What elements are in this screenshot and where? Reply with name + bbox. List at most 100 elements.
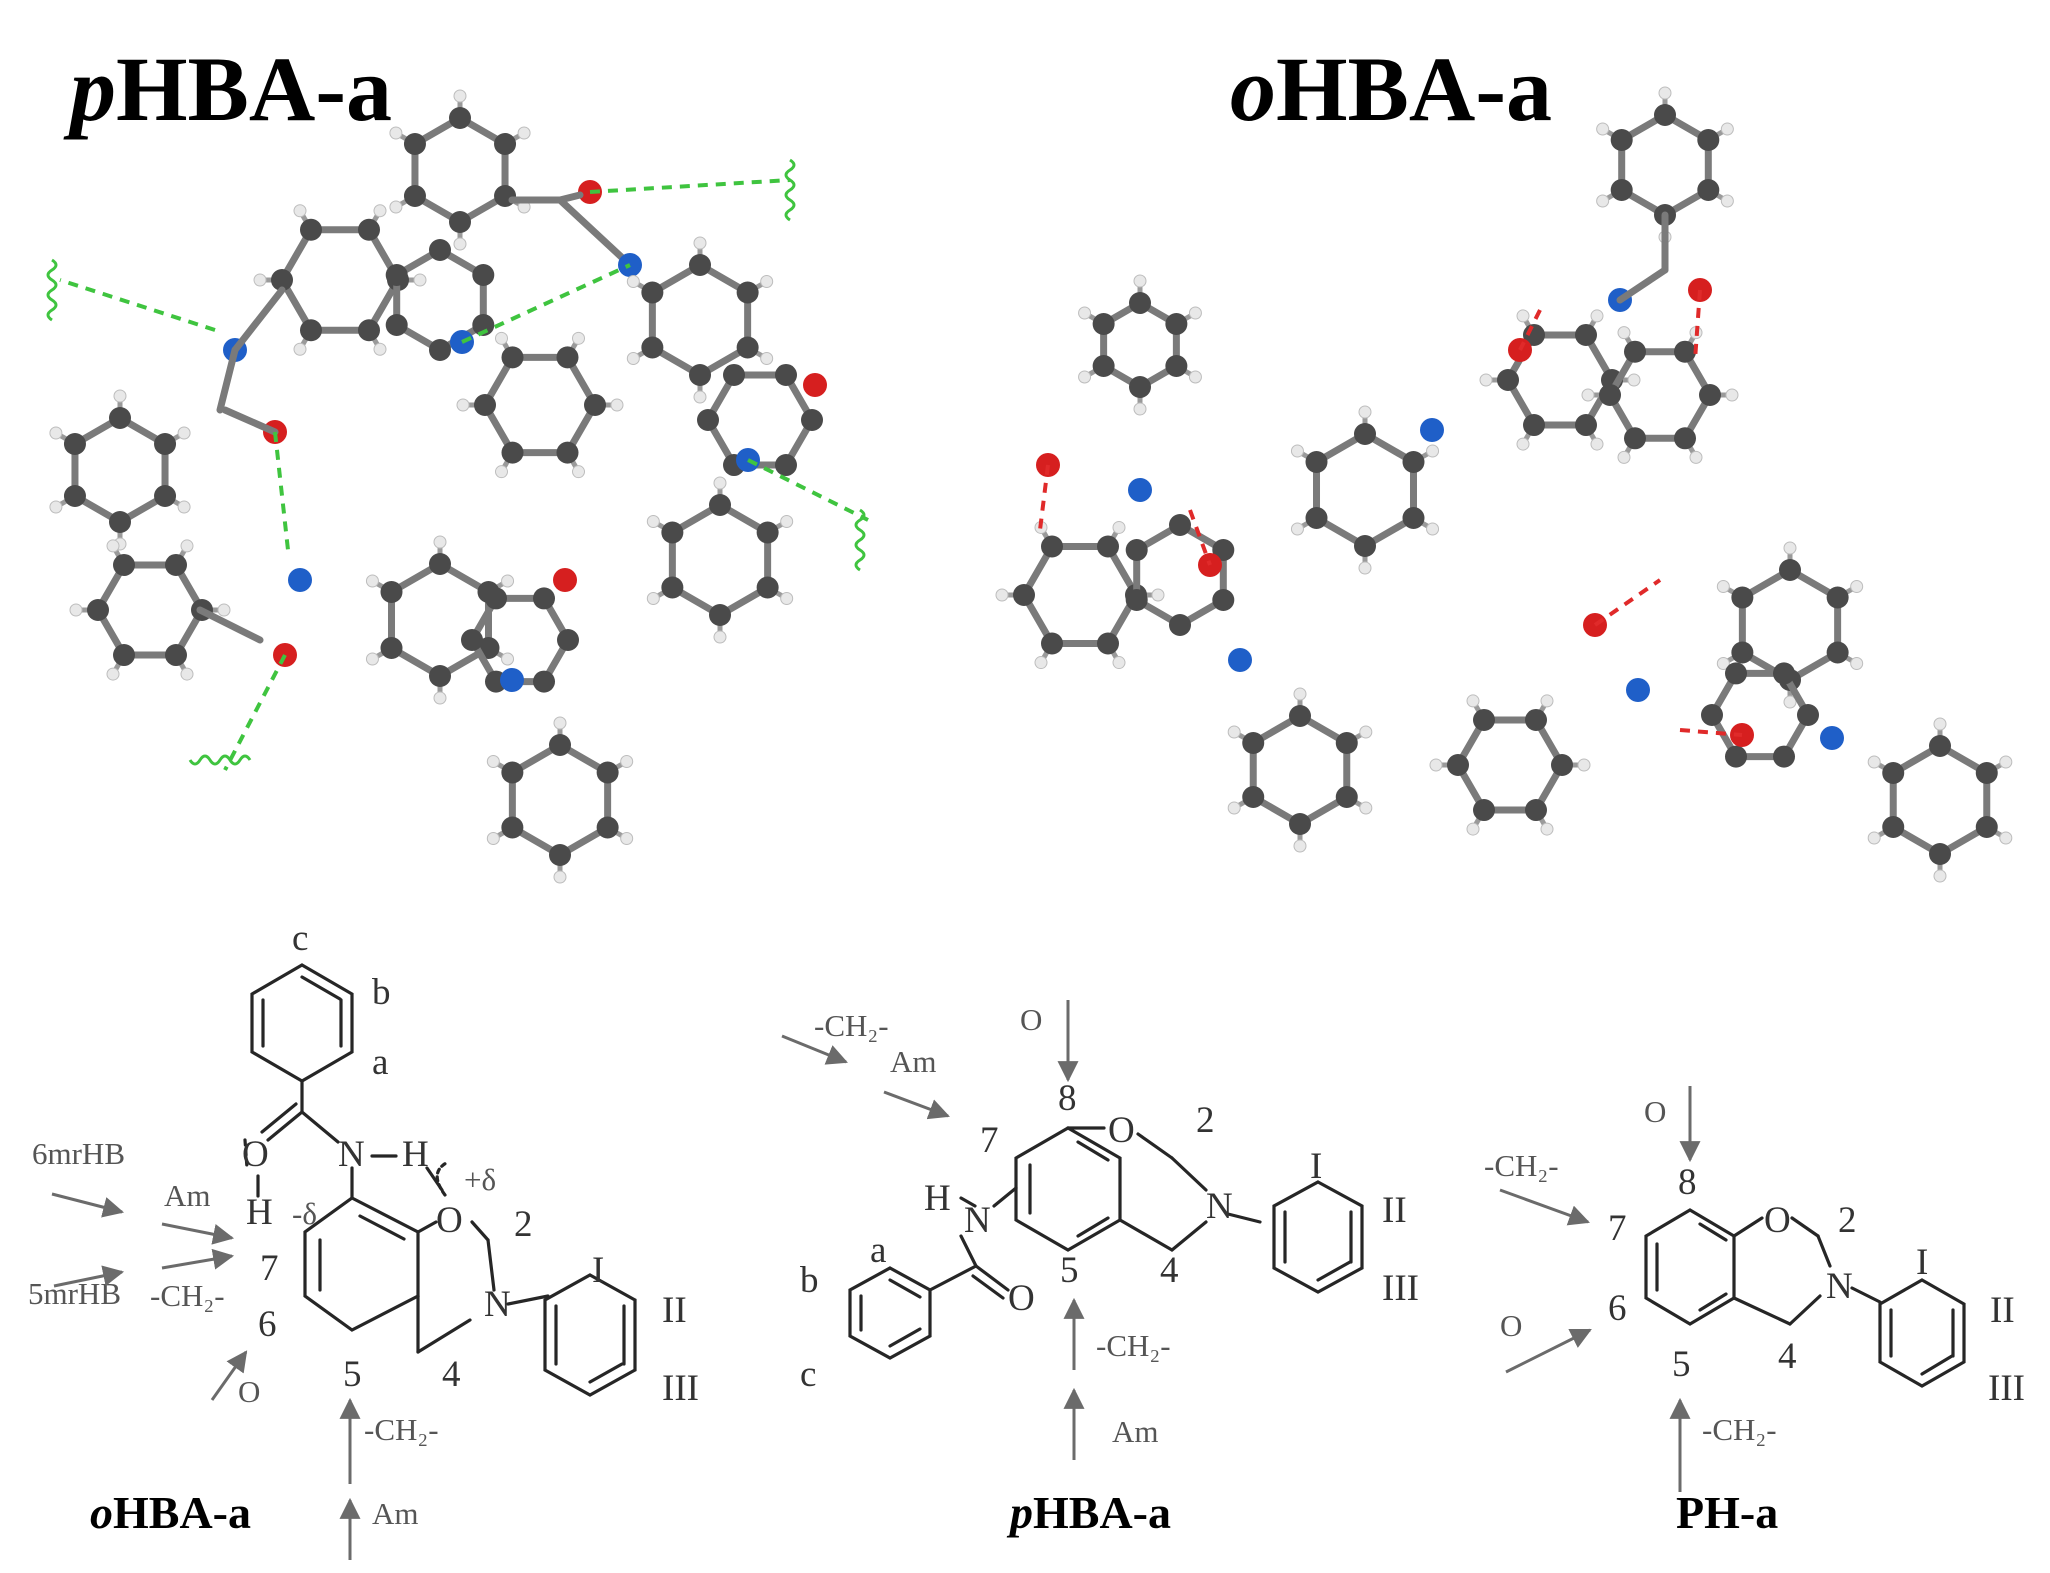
annotation-o-left: O <box>1500 1308 1522 1343</box>
n-phenyl-ring <box>543 1273 637 1397</box>
carbon-atom <box>1497 369 1519 391</box>
phba-a-ball-and-stick-model <box>46 89 869 884</box>
carbon-atom <box>1575 323 1597 346</box>
bond-stick <box>221 406 279 436</box>
hydrogen-atom <box>553 716 567 730</box>
hydrogen-atom <box>713 476 727 490</box>
phenyl-label-iii: III <box>662 1368 699 1409</box>
carbon-atom <box>596 816 619 839</box>
amide-phenyl-ring <box>848 1266 932 1360</box>
hydrogen-atom <box>1617 326 1631 340</box>
position-2: 2 <box>1838 1200 1857 1241</box>
carbon-atom <box>1354 535 1376 557</box>
hydrogen-atom <box>1227 801 1241 815</box>
carbon-atom <box>1473 708 1495 731</box>
carbon-atom <box>756 576 779 599</box>
carbon-atom <box>1826 586 1849 609</box>
carbon-atom <box>501 816 524 839</box>
hydrogen-atom <box>106 667 120 681</box>
hydrogen-bond <box>1518 309 1542 351</box>
hydrogen-atom <box>1429 758 1443 772</box>
hydrogen-atom <box>180 667 194 681</box>
hydrogen-atom <box>760 352 774 365</box>
phenyl-label-i: I <box>592 1250 604 1291</box>
carbon-atom <box>596 761 619 784</box>
hydrogen-atom <box>1293 839 1307 853</box>
carbon-atom <box>485 587 507 610</box>
carbon-atom <box>1525 799 1547 822</box>
hydrogen-atom <box>1783 541 1797 555</box>
nitrogen-atom <box>1820 726 1844 750</box>
carbon-atom <box>1725 745 1747 768</box>
carbon-atom <box>1212 539 1235 561</box>
annotation-o-left: O <box>238 1374 260 1409</box>
carbon-atom <box>1473 799 1495 822</box>
carbon-atom <box>380 637 403 659</box>
atom-o-carbonyl: O <box>242 1134 269 1175</box>
carbon-atom <box>1289 705 1311 727</box>
phenyl-label-ii: II <box>662 1290 687 1331</box>
atom-o-ring: O <box>1108 1110 1135 1151</box>
bond-break-squiggle <box>854 508 866 572</box>
phenyl-label-iii: III <box>1382 1268 1419 1309</box>
hydrogen-atom <box>433 535 447 549</box>
carbon-atom <box>63 433 86 455</box>
hydrogen-atom <box>610 398 624 412</box>
hydrogen-atom <box>253 273 267 287</box>
atom-n-ring: N <box>1206 1186 1233 1227</box>
carbon-atom <box>165 553 187 576</box>
position-7: 7 <box>1608 1208 1627 1249</box>
minus-delta: -δ <box>292 1196 317 1231</box>
carbon-atom <box>1826 641 1849 664</box>
n-phenyl-ring <box>1878 1278 1966 1388</box>
carbon-atom <box>494 133 517 155</box>
carbon-atom <box>775 454 797 477</box>
hydrogen-bond <box>747 458 869 522</box>
phba-a-structure: H N O O N a b c 8 7 2 5 4 I II III O -CH… <box>781 1000 1419 1538</box>
position-5: 5 <box>1060 1250 1079 1291</box>
hydrogen-atom <box>646 515 660 528</box>
carbon-atom <box>641 336 664 359</box>
hydrogen-atom <box>1133 402 1147 416</box>
hydrogen-atom <box>373 342 387 356</box>
carbon-atom <box>501 346 524 369</box>
bond-stick <box>1616 266 1669 304</box>
hydrogen-atom <box>1516 309 1530 323</box>
carbon-atom <box>472 314 495 336</box>
hydrogen-bond <box>223 654 287 771</box>
carbon-atom <box>403 185 426 207</box>
hydrogen-atom <box>1617 450 1631 464</box>
caption-ohba-a: oHBA-a <box>90 1487 251 1538</box>
ring-label-a: a <box>870 1230 886 1271</box>
atom-o-carbonyl: O <box>1008 1278 1035 1319</box>
hydrogen-atom <box>553 870 567 884</box>
hydrogen-atom <box>1999 831 2013 845</box>
hydrogen-atom <box>180 539 194 553</box>
title-ohba-a-3d: oHBA-a <box>1230 38 1552 140</box>
hydrogen-atom <box>456 398 470 412</box>
hydrogen-atom <box>626 275 640 288</box>
hydrogen-atom <box>113 389 127 403</box>
carbon-atom <box>1697 179 1720 201</box>
bond-stick <box>556 196 634 269</box>
carbon-atom <box>1125 539 1148 561</box>
carbon-atom <box>709 494 731 516</box>
hydrogen-atom <box>453 237 467 251</box>
carbon-atom <box>1773 662 1795 685</box>
carbon-atom <box>689 364 711 386</box>
atom-n-amide: N <box>964 1200 991 1241</box>
hydrogen-atom <box>49 426 63 440</box>
carbon-atom <box>1674 427 1696 450</box>
hydrogen-atom <box>1725 388 1739 402</box>
carbon-atom <box>1731 641 1754 664</box>
hydrogen-atom <box>69 603 83 617</box>
position-8: 8 <box>1678 1162 1697 1203</box>
hydrogen-atom <box>1933 717 1947 731</box>
carbon-atom <box>165 644 187 667</box>
hydrogen-atom <box>495 465 508 479</box>
phenyl-label-i: I <box>1916 1242 1928 1283</box>
hydrogen-atom <box>713 630 727 644</box>
annotation-am-left: Am <box>164 1178 211 1213</box>
title-phba-a-3d: pHBA-a <box>63 38 392 140</box>
carbon-atom <box>429 239 451 261</box>
